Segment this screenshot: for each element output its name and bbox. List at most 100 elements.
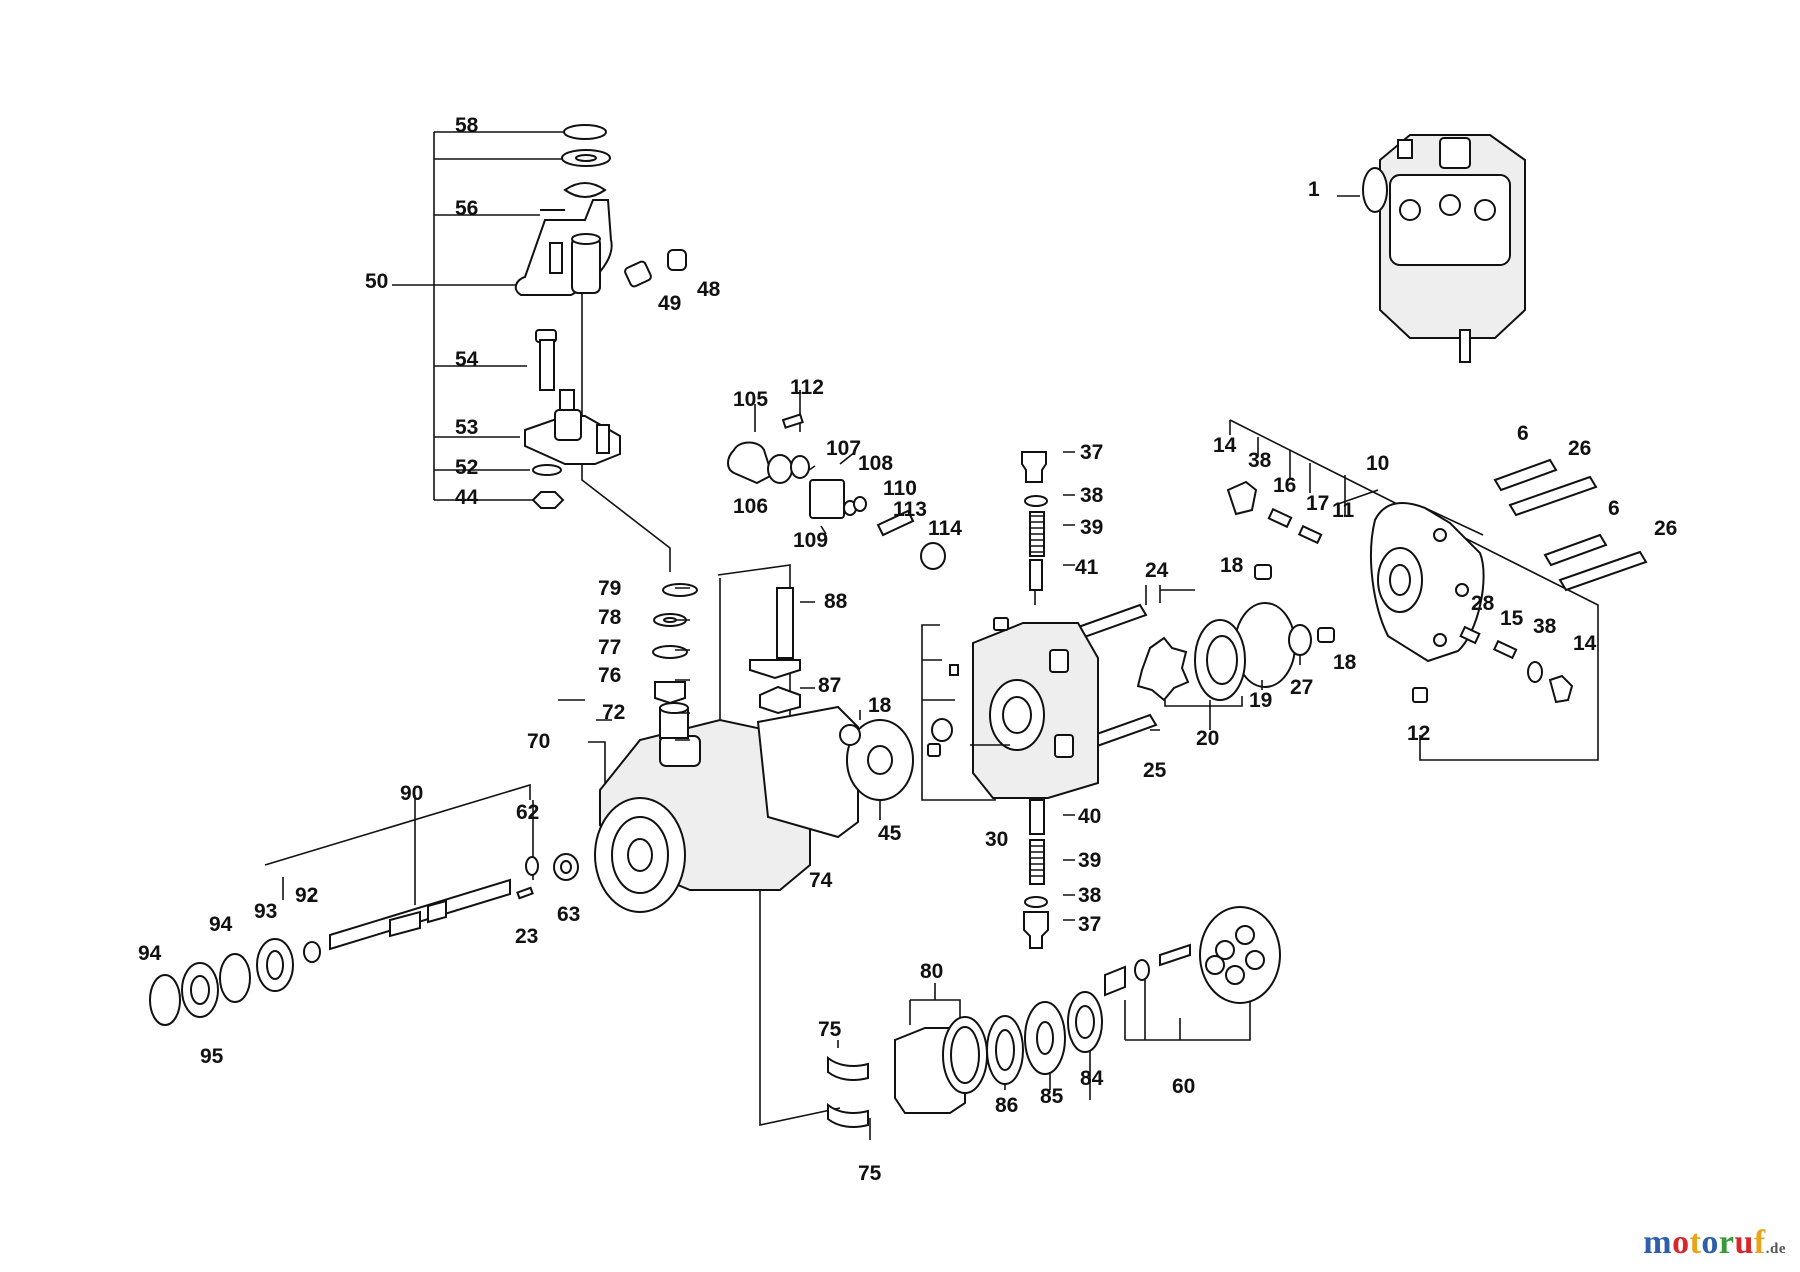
part-label: 41 xyxy=(1075,556,1099,579)
part-label: 39 xyxy=(1078,849,1101,872)
part-label: 50 xyxy=(365,270,388,293)
part-label: 45 xyxy=(878,822,902,845)
part-label: 37 xyxy=(1078,913,1101,936)
leader-lines xyxy=(675,587,1301,820)
part-label: 75 xyxy=(818,1018,842,1041)
group-bracket-top-left xyxy=(392,131,671,572)
part-number-labels: 58 56 50 49 48 54 53 52 44 1 105 112 107… xyxy=(138,114,1677,1185)
part-label: 1 xyxy=(1308,178,1320,201)
part-label: 52 xyxy=(455,456,478,479)
part-label: 92 xyxy=(295,884,318,907)
center-section-block xyxy=(921,617,1099,801)
part-label: 38 xyxy=(1080,484,1104,507)
part-label: 37 xyxy=(1080,441,1103,464)
part-label: 18 xyxy=(868,694,892,717)
part-label: 18 xyxy=(1333,651,1357,674)
part-label: 94 xyxy=(209,913,233,936)
gerotor-set xyxy=(1068,585,1246,752)
part-label: 86 xyxy=(995,1094,1018,1117)
main-housing xyxy=(558,564,914,1126)
part-label: 25 xyxy=(1143,759,1167,782)
part-label: 27 xyxy=(1290,676,1313,699)
part-label: 16 xyxy=(1273,474,1296,497)
brand-letter: o xyxy=(1672,1224,1690,1261)
part-label: 11 xyxy=(1332,499,1355,522)
part-label: 110 xyxy=(883,477,917,500)
relief-valve-upper xyxy=(1021,451,1075,605)
part-label: 80 xyxy=(920,960,943,983)
part-label: 23 xyxy=(515,925,538,948)
part-label: 77 xyxy=(598,636,621,659)
part-label: 107 xyxy=(826,437,861,460)
part-label: 62 xyxy=(516,801,539,824)
part-label: 85 xyxy=(1040,1085,1064,1108)
brand-letter: m xyxy=(1643,1224,1673,1261)
part-label: 60 xyxy=(1172,1075,1195,1098)
part-label: 38 xyxy=(1248,449,1272,472)
part-label: 26 xyxy=(1568,437,1591,460)
part-label: 15 xyxy=(1500,607,1524,630)
brand-letter: f xyxy=(1753,1224,1766,1261)
part-label: 14 xyxy=(1573,632,1597,655)
part-label: 58 xyxy=(455,114,479,137)
part-label: 94 xyxy=(138,942,162,965)
part-label: 88 xyxy=(824,590,848,613)
control-parts-105-114 xyxy=(727,390,946,570)
part-label: 6 xyxy=(1517,422,1529,445)
part-label: 76 xyxy=(598,664,621,687)
part-label: 10 xyxy=(1366,452,1389,475)
part-label: 93 xyxy=(254,900,277,923)
swashplate-and-piston-parts xyxy=(827,906,1281,1140)
part-label: 44 xyxy=(455,486,479,509)
watermark-logo: motoruf.de xyxy=(1643,1224,1786,1262)
part-label: 38 xyxy=(1533,615,1557,638)
part-label: 39 xyxy=(1080,516,1103,539)
part-label: 20 xyxy=(1196,727,1219,750)
part-label: 74 xyxy=(809,869,833,892)
part-label: 17 xyxy=(1306,492,1329,515)
part-label: 114 xyxy=(928,517,962,540)
part-label: 106 xyxy=(733,495,768,518)
charge-pump-cover-group xyxy=(1226,419,1648,761)
part-label: 84 xyxy=(1080,1067,1104,1090)
part-label: 6 xyxy=(1608,497,1620,520)
part-label: 12 xyxy=(1407,722,1430,745)
brand-letter: r xyxy=(1718,1224,1735,1261)
part-label: 113 xyxy=(893,498,927,521)
part-label: 105 xyxy=(733,388,768,411)
part-label: 72 xyxy=(602,701,625,724)
part-label: 90 xyxy=(400,782,423,805)
part-label: 38 xyxy=(1078,884,1102,907)
part-label: 24 xyxy=(1145,559,1169,582)
part-label: 49 xyxy=(658,292,681,315)
brand-letter: o xyxy=(1701,1224,1719,1261)
part-label: 14 xyxy=(1213,434,1237,457)
control-arm-assembly xyxy=(514,124,687,509)
brand-letter: t xyxy=(1689,1224,1702,1261)
part-label: 78 xyxy=(598,606,622,629)
part-label: 28 xyxy=(1471,592,1495,615)
assembled-pump-unit xyxy=(1337,134,1526,363)
part-label: 79 xyxy=(598,577,621,600)
part-label: 40 xyxy=(1078,805,1101,828)
part-label: 70 xyxy=(527,730,550,753)
part-label: 109 xyxy=(793,529,828,552)
input-shaft-assembly xyxy=(149,783,579,1026)
brand-suffix: .de xyxy=(1765,1241,1786,1257)
part-label: 48 xyxy=(697,278,721,301)
part-label: 75 xyxy=(858,1162,882,1185)
part-label: 112 xyxy=(790,376,824,399)
part-label: 30 xyxy=(985,828,1008,851)
part-label: 18 xyxy=(1220,554,1244,577)
part-label: 53 xyxy=(455,416,478,439)
part-label: 19 xyxy=(1249,689,1272,712)
brand-letter: u xyxy=(1734,1224,1754,1261)
part-label: 56 xyxy=(455,197,478,220)
part-label: 95 xyxy=(200,1045,224,1068)
part-label: 108 xyxy=(858,452,893,475)
relief-valve-lower xyxy=(1023,790,1075,949)
part-label: 26 xyxy=(1654,517,1677,540)
part-label: 54 xyxy=(455,348,479,371)
part-label: 87 xyxy=(818,674,841,697)
